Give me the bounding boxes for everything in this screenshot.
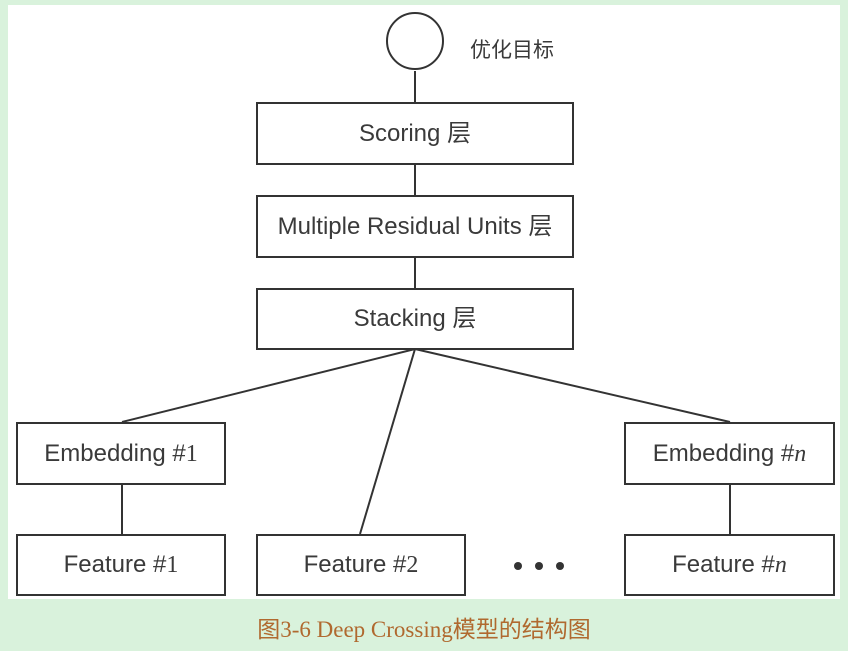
feature-1-label: Feature #1 — [63, 551, 179, 578]
stacking-layer-label: Stacking 层 — [353, 305, 477, 332]
objective-node — [386, 12, 444, 70]
feature-2-number: 2 — [406, 552, 419, 578]
edge-stacking-feature-2 — [359, 348, 416, 535]
ellipsis-dot — [535, 562, 543, 570]
edge-stacking-embedding-1 — [121, 348, 416, 423]
residual-layer-box: Multiple Residual Units 层 — [256, 195, 574, 258]
ellipsis-dot — [556, 562, 564, 570]
edge-stacking-embedding-n — [414, 348, 731, 423]
residual-layer-label: Multiple Residual Units 层 — [277, 212, 553, 240]
feature-n-label: Feature #n — [672, 551, 787, 578]
scoring-layer-box: Scoring 层 — [256, 102, 574, 165]
embedding-1-label: Embedding #1 — [44, 439, 198, 467]
stacking-layer-box: Stacking 层 — [256, 288, 574, 350]
embedding-1-number: 1 — [185, 440, 198, 467]
feature-n-text: Feature # — [672, 551, 775, 578]
feature-2-label: Feature #2 — [303, 551, 419, 578]
feature-1-number: 1 — [166, 552, 179, 578]
feature-1-text: Feature # — [63, 551, 167, 578]
feature-1-box: Feature #1 — [16, 534, 226, 596]
ellipsis-icon — [514, 562, 564, 570]
embedding-n-box: Embedding #n — [624, 422, 835, 485]
embedding-1-text: Embedding # — [44, 439, 186, 467]
feature-n-number: n — [774, 552, 787, 578]
ellipsis-dot — [514, 562, 522, 570]
embedding-n-number: n — [794, 440, 807, 467]
feature-2-box: Feature #2 — [256, 534, 466, 596]
feature-2-text: Feature # — [303, 551, 407, 578]
embedding-n-text: Embedding # — [652, 439, 795, 467]
objective-label: 优化目标 — [470, 39, 554, 62]
figure-caption: 图3-6 Deep Crossing模型的结构图 — [257, 616, 591, 642]
embedding-n-label: Embedding #n — [652, 439, 807, 467]
embedding-1-box: Embedding #1 — [16, 422, 226, 485]
feature-n-box: Feature #n — [624, 534, 835, 596]
scoring-layer-label: Scoring 层 — [358, 119, 472, 147]
